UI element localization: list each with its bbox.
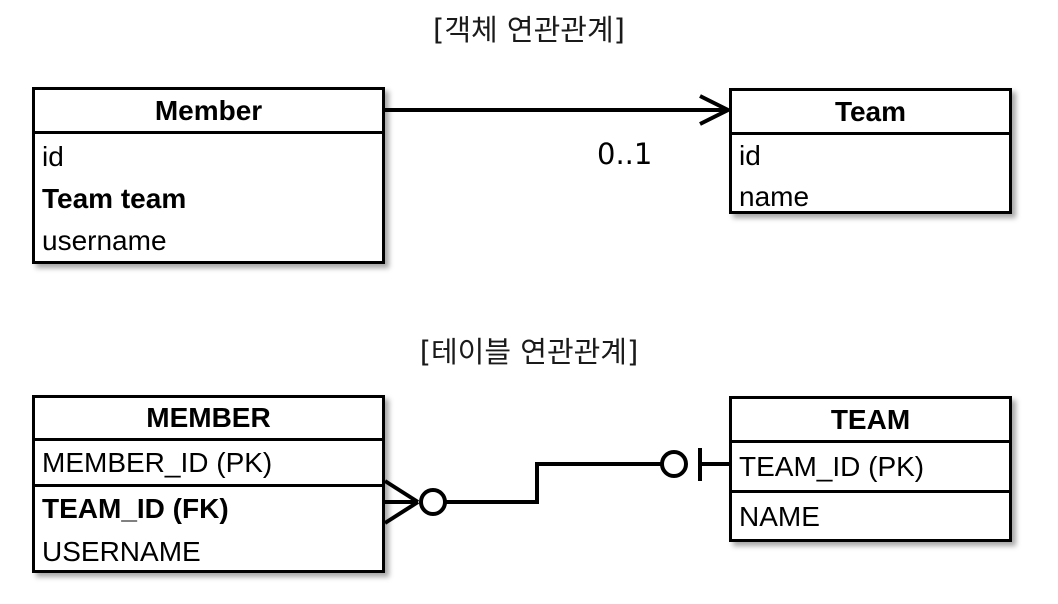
class-attribute: name	[739, 181, 810, 212]
table-box-member[interactable]: MEMBER MEMBER_ID (PK) TEAM_ID (FK) USERN…	[32, 395, 385, 573]
table-column: TEAM_ID (PK)	[739, 451, 925, 482]
object-association-title: [객체 연관관계]	[433, 13, 625, 47]
class-attributes-team: id name	[732, 135, 1009, 217]
table-name-team: TEAM	[732, 399, 1009, 443]
table-column-group-keys: MEMBER_ID (PK)	[35, 441, 382, 484]
table-column-group-fields: NAME	[732, 490, 1009, 540]
table-box-team[interactable]: TEAM TEAM_ID (PK) NAME	[729, 396, 1012, 542]
multiplicity-label: 0..1	[597, 137, 653, 171]
class-box-member[interactable]: Member id Team team username	[32, 87, 385, 264]
crows-foot-many-marker	[383, 479, 420, 525]
class-box-team[interactable]: Team id name	[729, 88, 1012, 214]
table-column: MEMBER_ID (PK)	[42, 447, 273, 478]
class-attribute: username	[42, 225, 167, 256]
class-name-member: Member	[35, 90, 382, 134]
class-attribute: Team team	[42, 183, 187, 214]
zero-circle-marker	[419, 488, 447, 516]
zero-circle-marker	[660, 450, 688, 478]
table-column: USERNAME	[42, 536, 201, 567]
table-column: NAME	[739, 501, 820, 532]
table-name-member: MEMBER	[35, 398, 382, 441]
table-column: TEAM_ID (FK)	[42, 493, 229, 524]
table-column-group-keys: TEAM_ID (PK)	[732, 443, 1009, 490]
table-association-title: [테이블 연관관계]	[419, 335, 639, 369]
class-attribute: id	[42, 141, 64, 172]
class-name-team: Team	[732, 91, 1009, 135]
class-attributes-member: id Team team username	[35, 134, 382, 262]
open-arrow-head	[699, 94, 733, 126]
class-attribute: id	[739, 140, 761, 171]
relationship-line	[432, 462, 686, 504]
table-column-group-fields: TEAM_ID (FK) USERNAME	[35, 484, 382, 573]
